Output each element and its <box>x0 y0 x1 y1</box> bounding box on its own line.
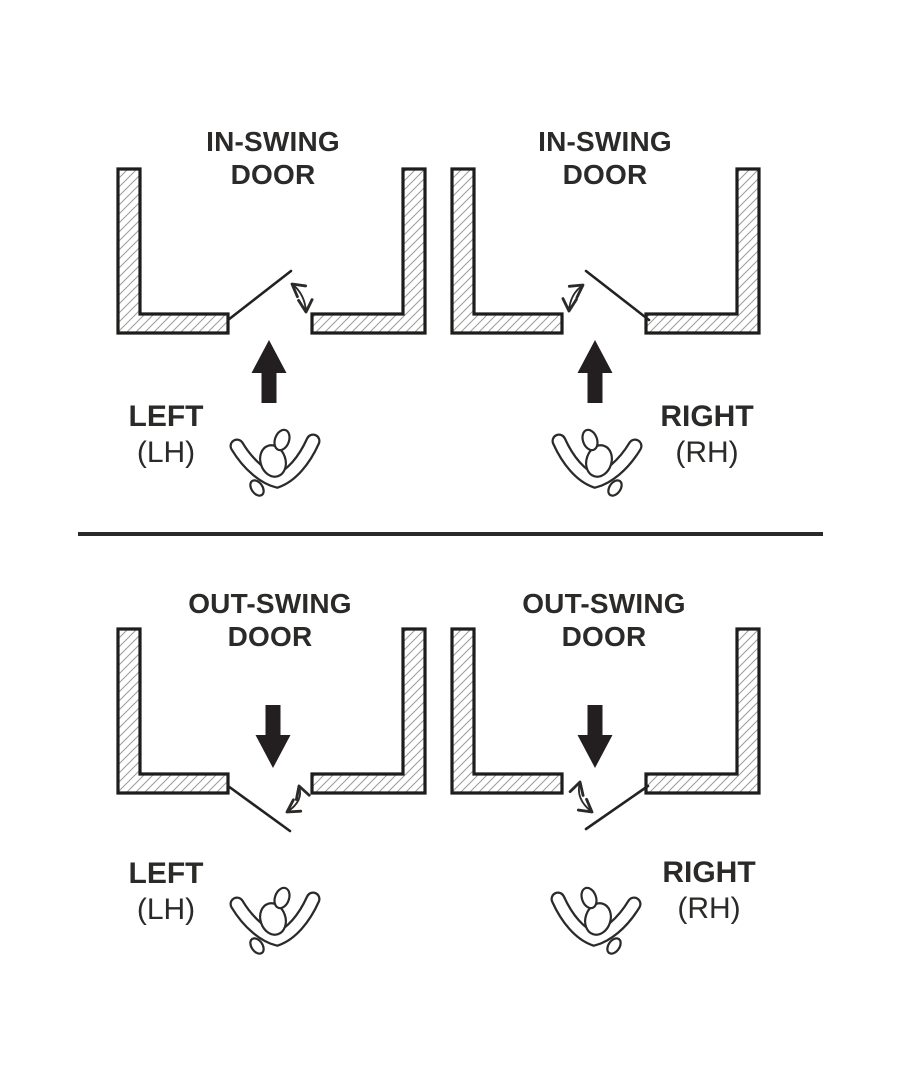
walls-bottom-right <box>450 627 761 795</box>
door-leaf-top-left <box>226 269 293 322</box>
title-line: DOOR <box>230 159 316 190</box>
hand-label-bottom-right: RIGHT (RH) <box>639 855 779 927</box>
title-line: DOOR <box>227 621 313 652</box>
down-arrow-icon <box>255 705 291 768</box>
hand-name: LEFT <box>128 857 204 890</box>
title-line: IN-SWING <box>538 126 672 157</box>
swing-arc-bottom-right <box>568 780 594 814</box>
hand-label-top-right: RIGHT (RH) <box>637 399 777 471</box>
hand-name: RIGHT <box>660 400 754 433</box>
door-leaf-bottom-left <box>226 784 292 833</box>
hand-abbreviation: (RH) <box>675 436 739 469</box>
person-figure-bottom-left <box>237 886 313 956</box>
person-figure-bottom-right <box>558 886 634 956</box>
up-arrow-icon <box>251 340 287 403</box>
person-figure-top-left <box>237 428 313 498</box>
walls-top-right <box>450 167 761 335</box>
hand-name: LEFT <box>128 400 204 433</box>
door-leaf-bottom-right <box>584 784 650 831</box>
title-line: OUT-SWING <box>522 588 686 619</box>
hand-abbreviation: (RH) <box>677 892 741 925</box>
title-line: DOOR <box>561 621 647 652</box>
panel-title-in-swing-right: IN-SWING DOOR <box>475 125 735 191</box>
panel-title-out-swing-left: OUT-SWING DOOR <box>140 587 400 653</box>
up-arrow-icon <box>577 340 613 403</box>
walls-top-left <box>116 167 427 335</box>
swing-arc-top-left <box>290 282 314 314</box>
title-line: DOOR <box>562 159 648 190</box>
hand-abbreviation: (LH) <box>136 893 196 926</box>
down-arrow-icon <box>577 705 613 768</box>
panel-title-out-swing-right: OUT-SWING DOOR <box>474 587 734 653</box>
hand-name: RIGHT <box>662 856 756 889</box>
swing-arc-top-right <box>561 283 585 313</box>
section-divider <box>78 532 823 536</box>
panel-title-in-swing-left: IN-SWING DOOR <box>143 125 403 191</box>
title-line: OUT-SWING <box>188 588 352 619</box>
person-figure-top-right <box>559 428 635 498</box>
hand-abbreviation: (LH) <box>136 436 196 469</box>
swing-arc-bottom-left <box>285 784 311 814</box>
door-leaf-top-right <box>584 269 651 322</box>
title-line: IN-SWING <box>206 126 340 157</box>
hand-label-top-left: LEFT (LH) <box>96 399 236 471</box>
hand-label-bottom-left: LEFT (LH) <box>96 856 236 928</box>
